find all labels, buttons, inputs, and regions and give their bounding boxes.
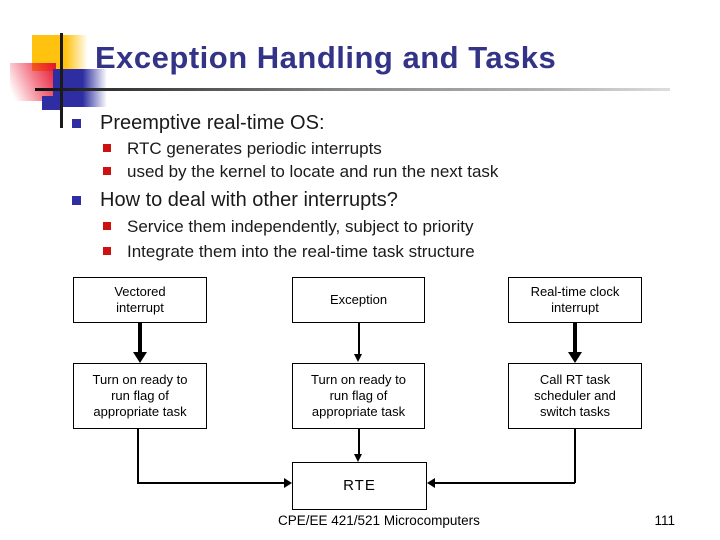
bullet-square-icon: [103, 247, 111, 255]
arrow-down-icon: [354, 454, 362, 462]
bullet-square-icon: [72, 119, 81, 128]
connector-middle-vertical: [358, 429, 360, 454]
page-number: 111: [654, 513, 675, 528]
flowchart-box-rte: RTE: [292, 462, 427, 510]
bullet-text: How to deal with other interrupts?: [100, 189, 398, 211]
bullet-square-icon: [103, 167, 111, 175]
footer-course-label: CPE/EE 421/521 Microcomputers: [278, 513, 480, 528]
arrow-shaft: [573, 323, 577, 353]
flowchart-box-turn-on-ready-left: Turn on ready to run flag of appropriate…: [73, 363, 207, 429]
arrow-down-icon: [133, 352, 147, 363]
bullet-line: RTC generates periodic interrupts: [0, 139, 720, 165]
flowchart-box-turn-on-ready-middle: Turn on ready to run flag of appropriate…: [292, 363, 425, 429]
flowchart-box-rtc-interrupt: Real-time clock interrupt: [508, 277, 642, 323]
flowchart-box-call-rt-scheduler: Call RT task scheduler and switch tasks: [508, 363, 642, 429]
bullet-text: Integrate them into the real-time task s…: [127, 242, 475, 261]
bullet-text: RTC generates periodic interrupts: [127, 139, 382, 158]
bullet-line: Integrate them into the real-time task s…: [0, 242, 720, 268]
bullet-square-icon: [103, 144, 111, 152]
connector-left-horizontal: [137, 482, 284, 484]
bullet-text: Service them independently, subject to p…: [127, 217, 474, 236]
bullet-square-icon: [72, 196, 81, 205]
flowchart-box-exception: Exception: [292, 277, 425, 323]
decoration-red-square: [10, 63, 56, 101]
connector-right-horizontal: [435, 482, 575, 484]
bullet-line: How to deal with other interrupts?: [0, 189, 720, 215]
bullet-line: Preemptive real-time OS:: [0, 112, 720, 138]
bullet-line: Service them independently, subject to p…: [0, 217, 720, 243]
flowchart-box-vectored-interrupt: Vectored interrupt: [73, 277, 207, 323]
arrow-shaft: [358, 323, 360, 355]
arrow-down-icon: [568, 352, 582, 363]
arrow-right-icon: [284, 478, 292, 488]
bullet-line: used by the kernel to locate and run the…: [0, 162, 720, 188]
connector-left-vertical: [137, 429, 139, 483]
bullet-square-icon: [103, 222, 111, 230]
bullet-text: Preemptive real-time OS:: [100, 112, 325, 134]
page-title: Exception Handling and Tasks: [95, 40, 557, 75]
connector-right-vertical: [574, 429, 576, 483]
decoration-vertical-line: [60, 33, 63, 128]
bullet-text: used by the kernel to locate and run the…: [127, 162, 499, 181]
arrow-down-icon: [354, 354, 362, 362]
arrow-left-icon: [427, 478, 435, 488]
title-underline: [35, 88, 670, 91]
arrow-shaft: [138, 323, 142, 353]
decoration-blue-small-square: [42, 96, 62, 110]
